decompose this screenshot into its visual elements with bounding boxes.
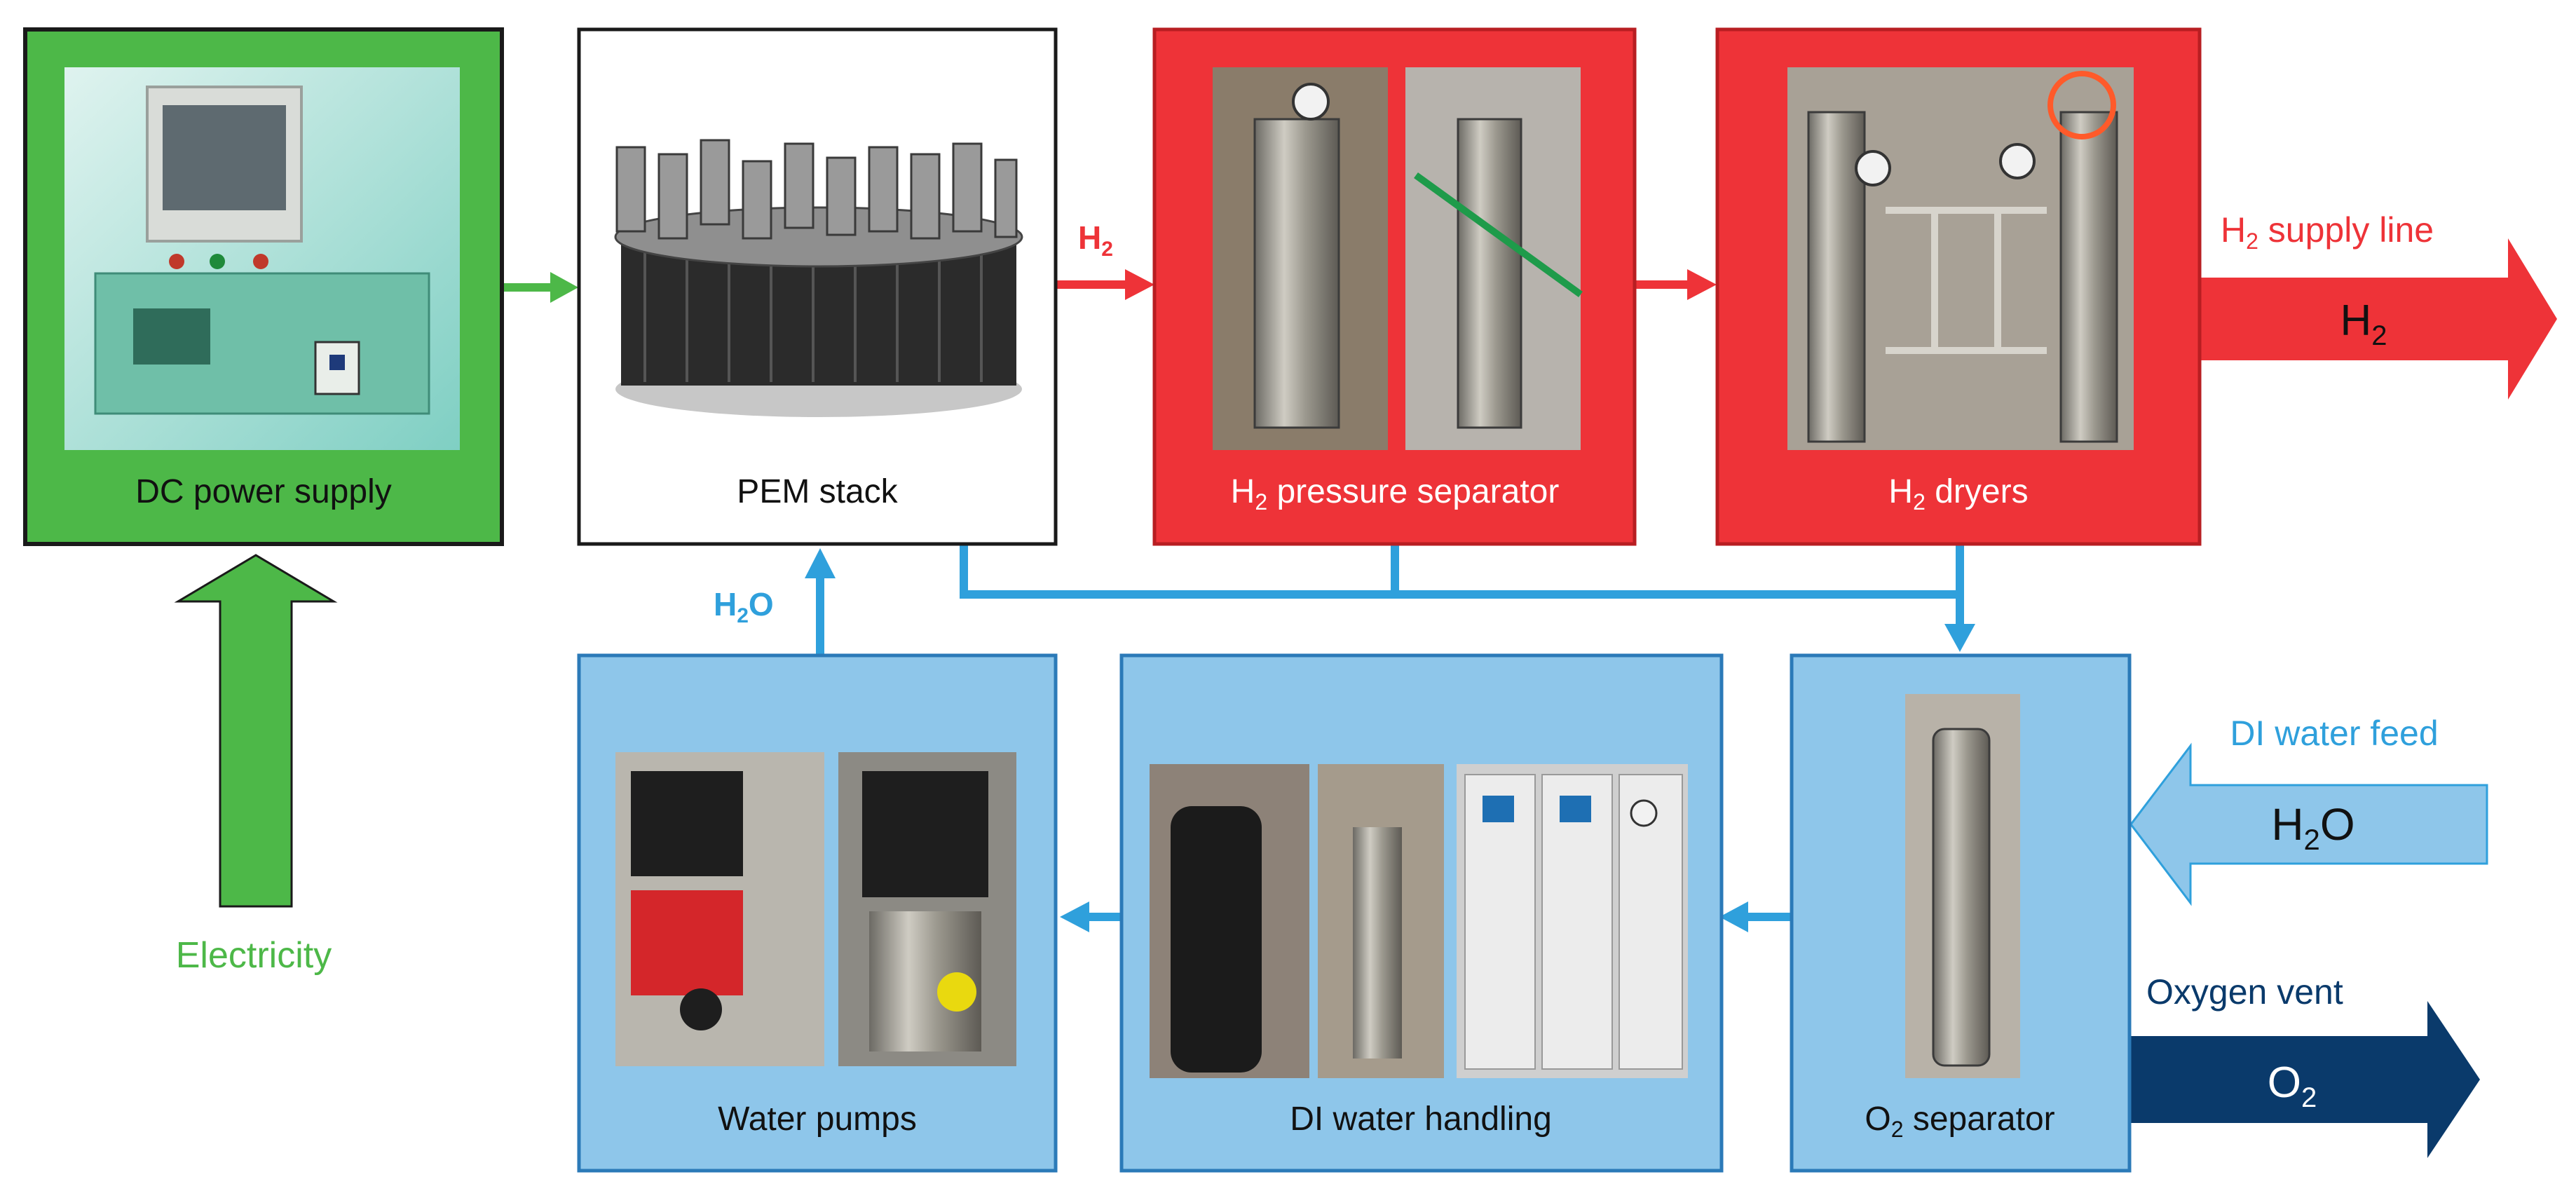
di-water-handling-label: DI water handling — [1290, 1101, 1552, 1138]
pem-stack-photo — [614, 139, 1023, 417]
h2-dryers-box: H2 dryers — [1715, 27, 2202, 546]
alarm-indicator-icon — [253, 254, 268, 269]
o2-separator-box: O2 separator — [1790, 653, 2132, 1173]
dc-power-supply-photo — [64, 67, 460, 450]
h2-pressure-separator-label: H2 pressure separator — [1231, 473, 1560, 515]
o2-separator-photo — [1905, 694, 2020, 1078]
electricity-arrow — [174, 554, 338, 908]
h2-pressure-separator-photo — [1213, 67, 1583, 450]
water-pumps-label: Water pumps — [718, 1101, 917, 1138]
dryer-gauge-left-icon — [1855, 150, 1891, 186]
h2-supply-arrow-label: H2 — [2340, 297, 2387, 351]
water-pumps-photo — [615, 752, 1016, 1066]
oxygen-vent-label: Oxygen vent — [2146, 972, 2343, 1012]
dc-to-pem-arrowhead — [550, 272, 578, 303]
h2-supply-line-label: H2 supply line — [2221, 210, 2434, 254]
oxygen-return-line — [960, 545, 1960, 599]
di-gauge-icon — [1630, 799, 1658, 827]
separator-to-dryers-arrowhead — [1687, 269, 1717, 300]
pump-motor-left-icon — [680, 988, 722, 1030]
pem-stack-box: PEM stack — [577, 27, 1058, 546]
o2-to-di-arrowhead — [1719, 901, 1748, 932]
drain-arrowhead — [1944, 624, 1975, 652]
pem-stack-label: PEM stack — [737, 473, 898, 510]
h2-dryers-label: H2 dryers — [1888, 473, 2028, 515]
oxygen-vent-arrow — [2128, 1001, 2480, 1158]
di-water-handling-photo — [1150, 764, 1688, 1078]
h2o-flow-label: H2O — [714, 586, 774, 627]
pumps-to-pem-arrowhead — [805, 548, 836, 578]
o2-separator-label: O2 separator — [1865, 1101, 2054, 1142]
pump-motor-right-icon — [937, 972, 976, 1012]
h2-pressure-separator-box: H2 pressure separator — [1152, 27, 1637, 546]
pem-to-separator-arrowhead — [1125, 269, 1154, 300]
pressure-gauge-icon — [1292, 83, 1330, 121]
oxygen-vent-arrow-label: O2 — [2268, 1059, 2317, 1113]
h2-supply-arrow — [2200, 238, 2557, 400]
di-water-arrow-label: H2O — [2271, 799, 2354, 856]
di-water-feed-label: DI water feed — [2230, 714, 2438, 753]
di-water-feed-arrow — [2129, 742, 2488, 906]
electricity-label: Electricity — [176, 935, 332, 976]
dc-power-supply-box: DC power supply — [23, 27, 504, 546]
di-to-pumps-arrowhead — [1060, 901, 1089, 932]
dryer-gauge-right-icon — [1999, 143, 2036, 179]
run-indicator-icon — [210, 254, 225, 269]
flow-lines — [174, 238, 2557, 1158]
power-indicator-icon — [169, 254, 184, 269]
h2-dryers-photo — [1787, 67, 2134, 450]
water-pumps-box: Water pumps — [577, 653, 1058, 1173]
di-water-handling-box: DI water handling — [1119, 653, 1724, 1173]
dc-power-supply-label: DC power supply — [135, 473, 391, 510]
h2-flow-label: H2 — [1078, 219, 1113, 261]
